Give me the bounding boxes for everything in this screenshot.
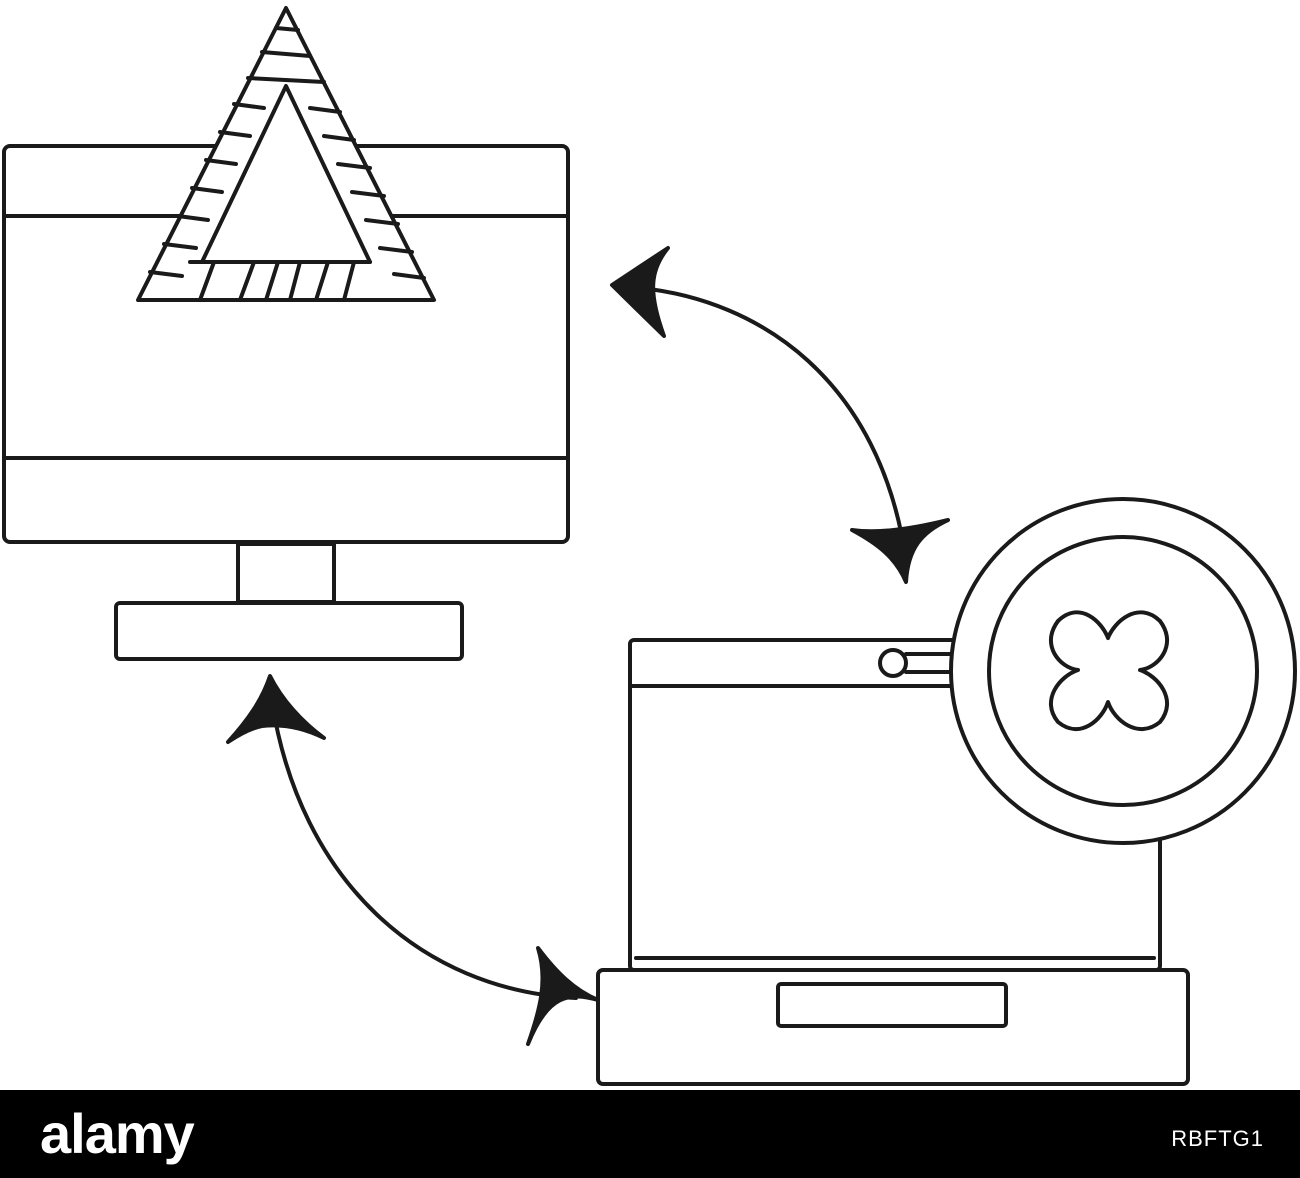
error-x-circle-icon (949, 497, 1297, 845)
brand-logo: alamy (40, 1102, 195, 1165)
curved-double-arrow-icon (226, 674, 600, 1046)
warning-triangle-icon (136, 6, 436, 302)
curved-double-arrow-icon (610, 246, 950, 584)
watermark-footer-bar: alamy RBFTG1 (0, 1090, 1300, 1178)
stock-image-id: RBFTG1 (1171, 1126, 1264, 1151)
network-error-illustration (2, 6, 1297, 1086)
